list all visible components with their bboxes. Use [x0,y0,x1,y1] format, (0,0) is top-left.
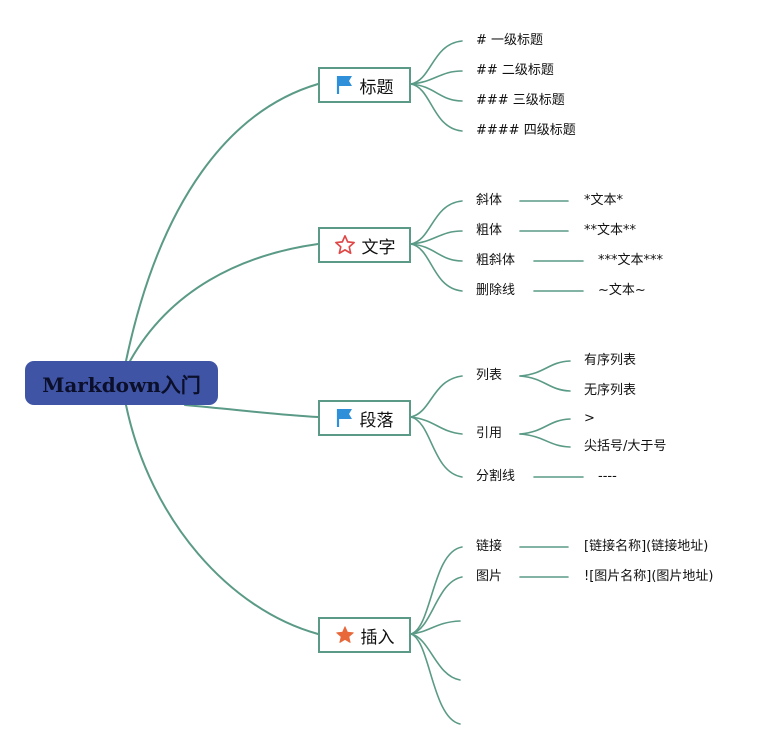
text-bold[interactable]: 粗体 [476,223,503,238]
connector-root-insert [125,404,319,635]
text-bold-italic[interactable]: 粗斜体 [476,253,516,268]
text-bold-italic-syntax[interactable]: ***文本*** [598,253,664,268]
blue-flag-icon [336,408,354,428]
paragraph-divider-syntax[interactable]: ---- [598,469,617,484]
paragraph-quote-symbol[interactable]: > [584,411,595,426]
branch-headings-label: 标题 [359,77,394,98]
branch-insert-label: 插入 [360,627,395,648]
connectors-insert [410,546,569,725]
paragraph-quote-desc[interactable]: 尖括号/大于号 [584,439,667,454]
insert-link-syntax[interactable]: [链接名称](链接地址) [584,539,709,554]
branch-headings[interactable]: 标题 [318,67,411,103]
heading-level-2[interactable]: ## 二级标题 [476,63,554,78]
text-strikethrough[interactable]: 删除线 [476,283,516,298]
root-node[interactable]: Markdown入门 [25,361,218,405]
text-italic-syntax[interactable]: *文本* [584,193,624,208]
connectors-paragraph [410,360,584,478]
insert-image-syntax[interactable]: ![图片名称](图片地址) [584,569,714,584]
insert-link[interactable]: 链接 [476,539,503,554]
connector-root-headings [125,83,319,362]
paragraph-ordered-list[interactable]: 有序列表 [584,353,637,368]
paragraph-unordered-list[interactable]: 无序列表 [584,383,637,398]
heading-level-4[interactable]: #### 四级标题 [476,123,576,138]
orange-filled-star-icon [335,625,355,645]
blue-flag-icon [336,75,354,95]
branch-text-label: 文字 [361,237,396,258]
text-bold-syntax[interactable]: **文本** [584,223,637,238]
insert-image[interactable]: 图片 [476,569,503,584]
paragraph-divider[interactable]: 分割线 [476,469,516,484]
connectors-headings [410,40,463,132]
heading-level-3[interactable]: ### 三级标题 [476,93,565,108]
branch-insert[interactable]: 插入 [318,617,411,653]
root-label: Markdown入门 [42,372,201,397]
connector-root-text [129,243,319,362]
paragraph-quote[interactable]: 引用 [476,426,503,441]
connectors-text [410,200,584,292]
branch-text[interactable]: 文字 [318,227,411,263]
heading-level-1[interactable]: # 一级标题 [476,33,544,48]
paragraph-list[interactable]: 列表 [476,368,503,383]
text-strikethrough-syntax[interactable]: ~文本~ [598,283,646,298]
branch-paragraph[interactable]: 段落 [318,400,411,436]
branch-paragraph-label: 段落 [359,410,394,431]
red-outline-star-icon [334,234,356,256]
connector-root-paragraph [184,404,319,418]
text-italic[interactable]: 斜体 [476,193,503,208]
